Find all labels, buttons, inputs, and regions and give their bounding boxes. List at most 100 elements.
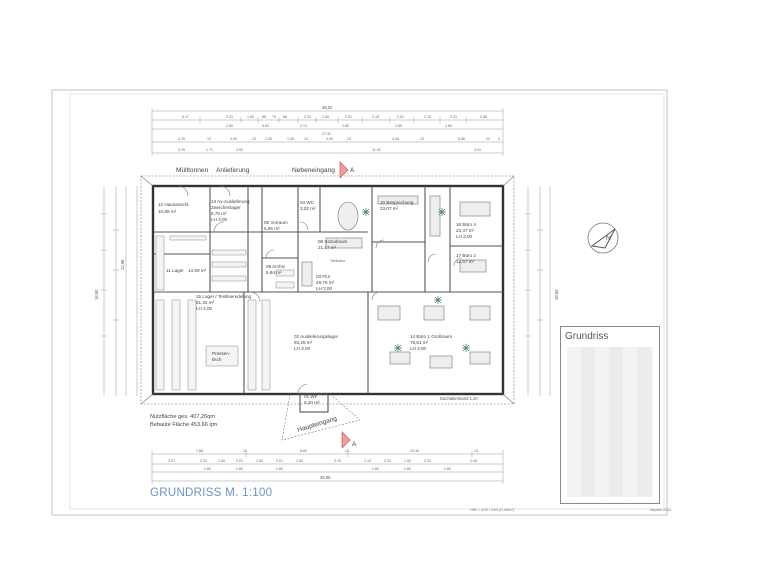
dim-label: 2.01 xyxy=(345,115,352,119)
dim-label: 1.50 xyxy=(404,459,411,463)
room-02-height: LH 3,00 xyxy=(294,346,311,351)
room-presse-sub: tisch xyxy=(212,357,222,362)
dim-label: 10.46 xyxy=(410,449,419,453)
dim-label: 1.50 xyxy=(247,115,254,119)
dim-label: 1.50 xyxy=(218,459,225,463)
room-08-name: 08 Sozialraum xyxy=(318,239,348,244)
dim-label: 3.00 xyxy=(236,148,243,152)
dim-label: 1.80 xyxy=(204,467,211,471)
dim-label: 13 xyxy=(486,137,490,141)
stamp-note: Allplan 2011 xyxy=(650,507,672,512)
dim-label: 7.88 xyxy=(196,449,203,453)
legend-title: Grundriss xyxy=(565,331,609,342)
room-16-name: 16 Büro 4 xyxy=(456,222,476,227)
room-14-name: 14 Büro 1 Großraum xyxy=(410,334,452,339)
room-16-height: LH 3,00 xyxy=(456,234,473,239)
roof-overhang xyxy=(140,175,515,405)
north-label: N xyxy=(606,235,611,242)
dim-label: 1.80 xyxy=(342,124,349,128)
dim-label: 3.76 xyxy=(178,137,185,141)
label-anlieferung: Anlieferung xyxy=(216,167,250,174)
area-built-label: Bebaute Fläche 453,66 qm xyxy=(150,422,218,428)
room-labels: 12 Hausanschl. 10,88 m² 13 Ax-Auslieferu… xyxy=(158,199,476,405)
room-12-area: 10,88 m² xyxy=(158,209,177,214)
dim-label: 2.01 xyxy=(450,115,457,119)
room-03-name: 03 Flur xyxy=(316,274,331,279)
dim-label: 4.01 xyxy=(474,148,481,152)
room-12-name: 12 Hausanschl. xyxy=(158,202,190,207)
dim-label: 4.38 xyxy=(392,137,399,141)
dim-label: 4.09 xyxy=(230,137,237,141)
dim-label: 5.81 xyxy=(262,124,269,128)
room-01-area: 5,20 m² xyxy=(304,400,320,405)
dim-label: 2.01 xyxy=(226,115,233,119)
dim-label: 3 xyxy=(498,137,500,141)
dim-label: 8.62 xyxy=(300,449,307,453)
side-dimensions: 18,50 12,98 18,50 xyxy=(94,186,559,396)
door-swings xyxy=(177,185,463,395)
dim-label: 5.86 xyxy=(458,137,465,141)
section-a-marker-bottom xyxy=(341,431,351,449)
north-arrow-icon: N xyxy=(587,222,619,254)
scale-note: H/B = 420 / 594 (0.25m²) xyxy=(470,507,515,512)
dim-label: 1.50 xyxy=(322,115,329,119)
dim-label: 2.48 xyxy=(470,459,477,463)
room-presse-name: Pressen- xyxy=(212,351,231,356)
label-dachuberstand: Dachüberstand 1,20 xyxy=(440,396,478,401)
dim-label: 1.40 xyxy=(265,137,272,141)
room-15-name: 15 Lager / Textilveredelung xyxy=(196,294,252,299)
legend-panel: Grundriss xyxy=(560,326,660,504)
dim-label: 13 xyxy=(474,449,478,453)
dim-label: 13 xyxy=(420,137,424,141)
dim-left-mid: 12,98 xyxy=(120,259,125,270)
sheet-frame xyxy=(51,89,668,516)
room-17-area: 12,67 m² xyxy=(456,259,475,264)
room-01-name: 01 WF xyxy=(304,394,318,399)
room-04-area: 3,02 m² xyxy=(300,206,316,211)
dim-label: 75 xyxy=(272,115,276,119)
section-a-marker-top xyxy=(339,161,349,179)
dim-label: 2.58 xyxy=(480,115,487,119)
section-a-bottom-label: A xyxy=(352,441,357,448)
area-use-label: Nutzfläche ges. 407,26qm xyxy=(150,414,215,420)
dim-label: 2.50 xyxy=(226,124,233,128)
dim-label: 2.01 xyxy=(304,115,311,119)
drawing-title: GRUNDRISS M. 1:100 xyxy=(150,487,273,499)
dim-label: 1.10 xyxy=(364,459,371,463)
dim-top-total: 28,02 xyxy=(322,105,333,110)
dim-label: 1.50 xyxy=(256,459,263,463)
room-05-name: 05 Vorraum xyxy=(264,220,288,225)
dim-right-total: 18,50 xyxy=(554,289,559,300)
dim-label: 2.15 xyxy=(372,115,379,119)
area-stats: Nutzfläche ges. 407,26qm Bebaute Fläche … xyxy=(150,413,217,429)
dim-label: 2.01 xyxy=(384,459,391,463)
dim-label: 13 xyxy=(304,137,308,141)
dim-bottom-total: 28,05 xyxy=(320,475,331,480)
dim-label: 1.80 xyxy=(236,467,243,471)
room-16-area: 23,47 m² xyxy=(456,228,475,233)
room-04-name: 04 WC xyxy=(300,200,315,205)
dim-label: 1.50 xyxy=(296,459,303,463)
dim-label: 1.80 xyxy=(372,467,379,471)
dim-label: 2.13 xyxy=(300,124,307,128)
dim-label: 3.27 xyxy=(168,459,175,463)
dim-label: 88 xyxy=(283,115,287,119)
dim-label: 2.01 xyxy=(424,459,431,463)
room-02-area: 93,28 m² xyxy=(294,340,313,345)
room-15-height: LH 3,00 xyxy=(196,306,213,311)
legend-blurred-content xyxy=(567,347,653,497)
dim-label: 2.01 xyxy=(200,459,207,463)
interior-walls xyxy=(153,186,503,394)
dim-label: 2.15 xyxy=(424,115,431,119)
dim-label: 1.80 xyxy=(444,467,451,471)
dim-label: 4.09 xyxy=(326,137,333,141)
dim-label: 2.01 xyxy=(276,459,283,463)
room-10-name: 10 Besprechung xyxy=(380,200,414,205)
dim-label: 27.32 xyxy=(322,132,331,136)
furniture xyxy=(301,195,491,369)
section-a-top-label: A xyxy=(350,167,355,174)
dim-label: 1.71 xyxy=(206,148,213,152)
label-haupteingang: Haupteingang xyxy=(297,415,339,434)
dim-label: 5.17 xyxy=(182,115,189,119)
